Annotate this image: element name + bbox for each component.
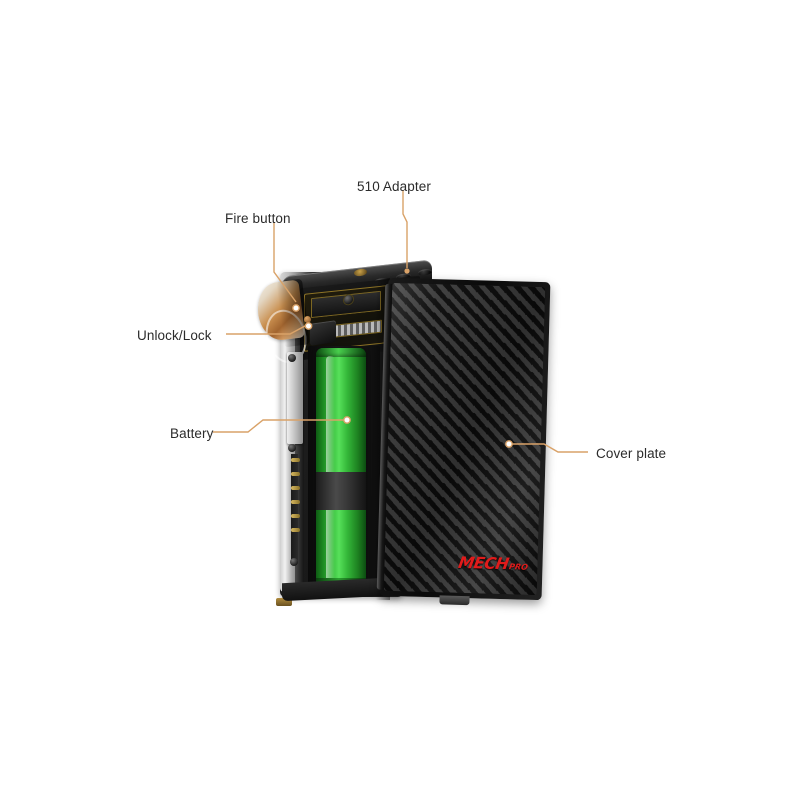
callout-label-510-adapter: 510 Adapter	[357, 179, 431, 194]
callout-label-cover-plate: Cover plate	[596, 446, 667, 461]
gold-pin	[291, 500, 300, 504]
battery-label-band	[316, 472, 366, 510]
battery-cell	[316, 348, 366, 590]
chassis-screw	[290, 558, 298, 566]
gold-pin	[291, 528, 300, 532]
gold-pin	[291, 458, 300, 462]
leader-line-510-adapter	[402, 190, 410, 274]
leader-line-battery	[213, 416, 351, 433]
leader-line-unlock-lock	[226, 322, 313, 335]
pin-column	[291, 454, 298, 560]
battery-positive-end	[316, 348, 366, 357]
callout-label-fire-button: Fire button	[225, 211, 291, 226]
device-illustration: MECH PRO	[254, 258, 551, 606]
left-rail-shadow	[295, 298, 304, 590]
silver-component-block	[287, 352, 303, 444]
callout-label-unlock-lock: Unlock/Lock	[137, 328, 212, 343]
gold-pin	[291, 486, 300, 490]
leader-line-cover-plate	[505, 440, 588, 453]
gold-pin	[291, 472, 300, 476]
battery-highlight	[326, 356, 335, 582]
callout-label-battery: Battery	[170, 426, 214, 441]
battery-terminal-nub	[276, 598, 292, 606]
gold-pin	[291, 514, 300, 518]
chassis-screw	[288, 444, 296, 452]
leader-line-fire-button	[273, 222, 300, 312]
chassis-screw	[288, 354, 296, 362]
unlock-lock-pin	[304, 316, 311, 323]
